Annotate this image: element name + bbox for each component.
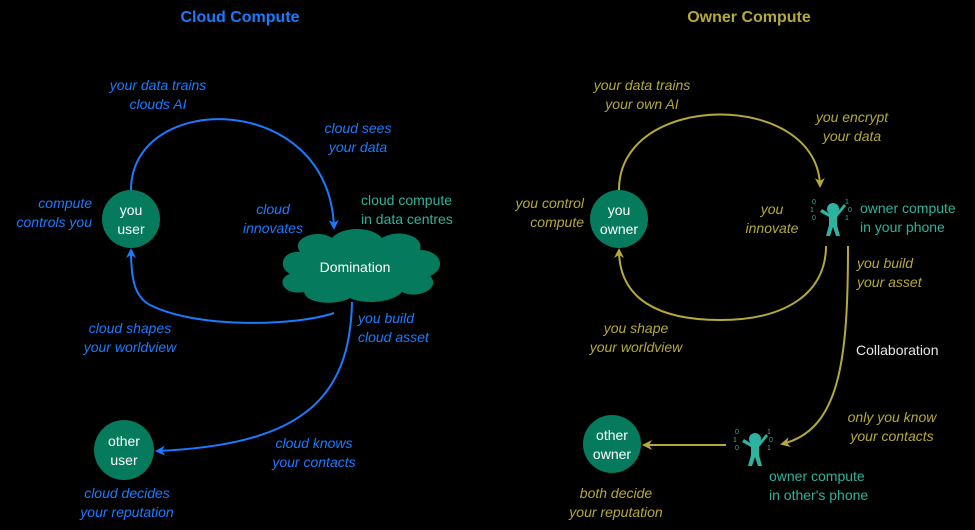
svg-text:your own AI: your own AI [604, 96, 679, 112]
phone-compute-label: owner compute [860, 200, 956, 216]
label-innovates: cloud [256, 201, 291, 217]
owner-compute-title: Owner Compute [687, 9, 811, 26]
label-know-contacts: only you know [848, 409, 938, 425]
svg-text:user: user [110, 452, 138, 468]
label-data-trains: your data trains [109, 77, 207, 93]
arrow-cloud-to-user [126, 248, 335, 324]
cloud-shape-icon [282, 229, 441, 303]
svg-text:compute: compute [530, 214, 584, 230]
svg-text:other: other [108, 433, 140, 449]
other-phone-compute-icon[interactable]: 0 1 0 1 0 1 [733, 429, 773, 466]
label-owner-data-trains: your data trains [593, 77, 691, 93]
svg-text:innovate: innovate [746, 220, 799, 236]
arrow-phone-to-other-phone [780, 245, 849, 447]
cloud-compute-panel: Cloud Compute you user other user Domina… [17, 9, 453, 520]
you-user-node[interactable]: you user [102, 190, 160, 248]
svg-text:you: you [120, 202, 143, 218]
label-shape: you shape [603, 320, 669, 336]
svg-text:your reputation: your reputation [79, 504, 174, 520]
label-owner-build-asset: you build [856, 255, 914, 271]
svg-text:1: 1 [767, 445, 771, 452]
svg-text:other: other [596, 427, 628, 443]
arrow-cloud-to-other-user [155, 301, 353, 456]
svg-text:clouds AI: clouds AI [129, 96, 186, 112]
svg-text:user: user [117, 221, 145, 237]
svg-text:owner: owner [593, 446, 631, 462]
label-knows-contacts: cloud knows [275, 435, 352, 451]
svg-text:1: 1 [767, 429, 771, 436]
cloud-compute-location-label: cloud compute [361, 192, 452, 208]
svg-text:your reputation: your reputation [568, 504, 663, 520]
collaboration-label: Collaboration [856, 342, 939, 358]
svg-text:controls you: controls you [17, 214, 93, 230]
svg-text:in data centres: in data centres [361, 211, 453, 227]
other-phone-compute-label: owner compute [769, 468, 865, 484]
svg-text:your contacts: your contacts [849, 428, 933, 444]
svg-text:0: 0 [735, 445, 739, 452]
label-innovate: you [760, 201, 784, 217]
label-build-asset: you build [357, 310, 415, 326]
owner-compute-phone-icon[interactable]: 0 1 0 1 0 1 [810, 199, 852, 236]
label-controls: compute [38, 195, 92, 211]
svg-text:0: 0 [812, 215, 816, 222]
label-sees-data: cloud sees [325, 120, 392, 136]
svg-text:you: you [608, 202, 631, 218]
svg-text:your data: your data [822, 128, 882, 144]
cloud-compute-title: Cloud Compute [180, 9, 299, 26]
arrow-data-to-phone [618, 113, 825, 191]
svg-text:1: 1 [845, 199, 849, 206]
svg-text:your contacts: your contacts [271, 454, 355, 470]
label-reputation: cloud decides [84, 485, 170, 501]
svg-text:0: 0 [769, 437, 773, 444]
svg-text:in other's phone: in other's phone [769, 487, 868, 503]
svg-text:0: 0 [812, 199, 816, 206]
svg-text:owner: owner [600, 221, 638, 237]
owner-compute-panel: Owner Compute you owner other owner 0 1 … [515, 9, 956, 520]
other-owner-node[interactable]: other owner [583, 415, 641, 473]
label-shapes: cloud shapes [89, 320, 172, 336]
arrow-data-to-cloud [130, 118, 339, 230]
you-owner-node[interactable]: you owner [590, 190, 648, 248]
svg-text:0: 0 [735, 429, 739, 436]
svg-text:cloud asset: cloud asset [358, 329, 430, 345]
label-owner-reputation: both decide [580, 485, 653, 501]
arrow-phone-to-owner [614, 245, 827, 322]
svg-text:your asset: your asset [856, 274, 923, 290]
domination-cloud-node[interactable]: Domination [282, 229, 441, 303]
svg-text:1: 1 [845, 215, 849, 222]
svg-text:1: 1 [810, 207, 814, 214]
label-encrypt: you encrypt [815, 109, 889, 125]
svg-text:your worldview: your worldview [589, 339, 683, 355]
svg-text:0: 0 [848, 207, 852, 214]
other-user-node[interactable]: other user [94, 420, 154, 480]
svg-text:in your phone: in your phone [860, 219, 945, 235]
svg-text:1: 1 [733, 437, 737, 444]
svg-text:innovates: innovates [243, 220, 303, 236]
svg-text:your worldview: your worldview [83, 339, 177, 355]
svg-text:your data: your data [328, 139, 388, 155]
svg-text:Domination: Domination [320, 259, 391, 275]
label-control: you control [515, 195, 585, 211]
